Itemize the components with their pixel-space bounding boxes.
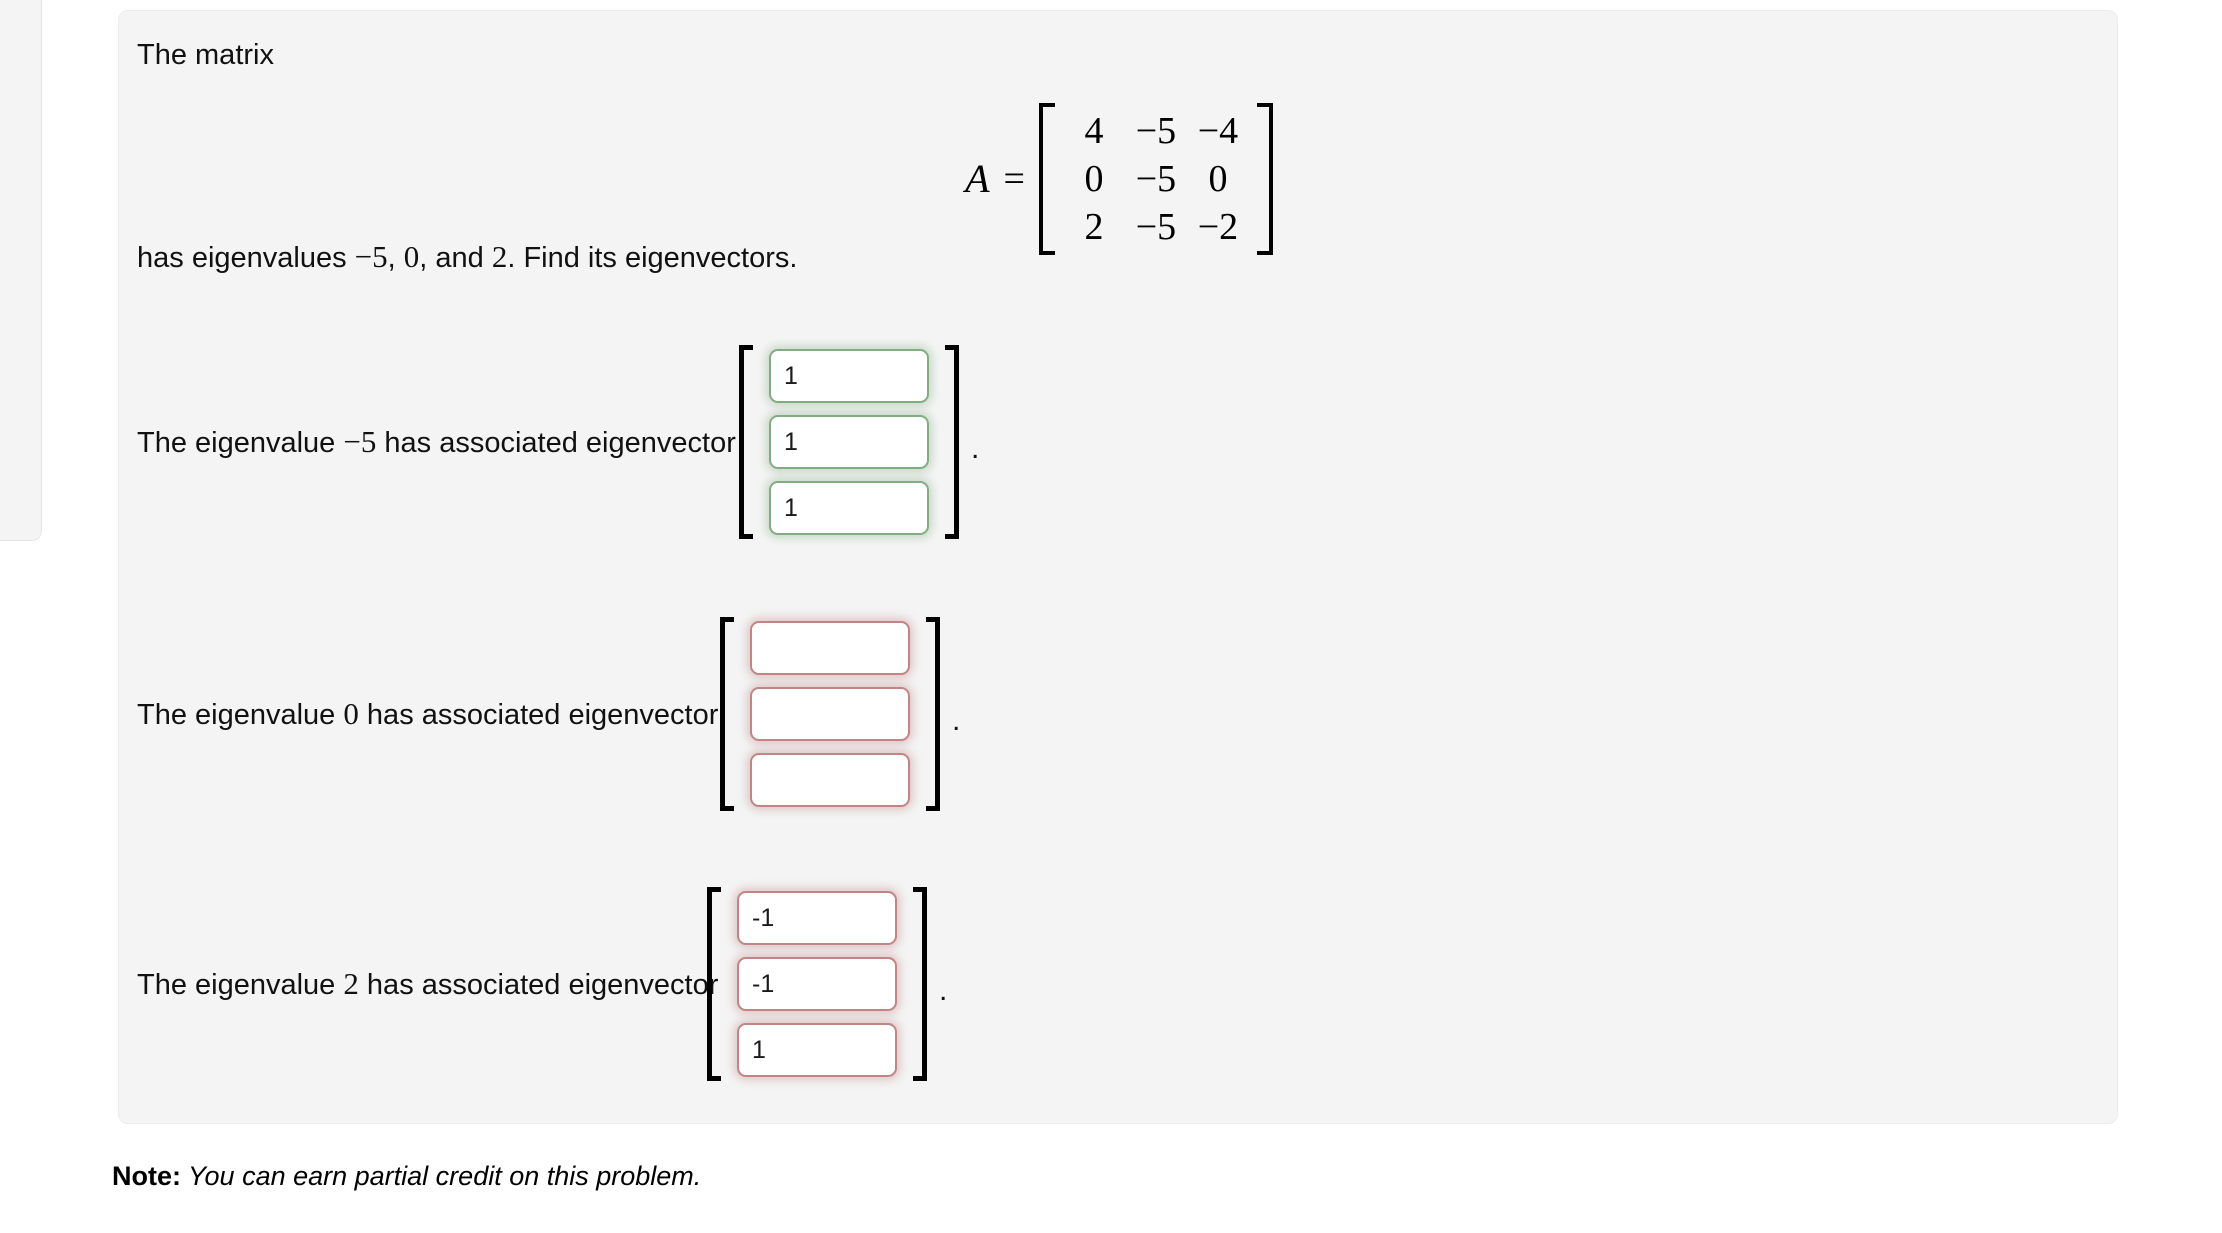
matrix-cell: 2 [1084,206,1104,248]
eigenvalue-value-2: 0 [403,239,420,274]
eigenvector-label-prefix: The eigenvalue [137,968,344,1001]
eigenvector-input-column [727,887,907,1081]
eigenvalue-value-3: 2 [491,239,508,274]
eigenvector-component-input-1[interactable] [750,621,910,675]
trailing-period: . [952,704,961,737]
note-label: Note: [112,1161,181,1191]
matrix-label: A [965,156,990,201]
eigenvalues-sentence-suffix: . Find its eigenvectors. [507,242,798,274]
eigenvector-input-group [707,887,927,1081]
trailing-period: . [971,432,980,465]
problem-card: The matrix A = 4 −5 −4 0 −5 0 2 −5 −2 [118,10,2118,1124]
eigenvector-component-input-1[interactable] [769,349,929,403]
matrix-cell: −5 [1135,206,1177,248]
partial-credit-note: Note: You can earn partial credit on thi… [112,1159,701,1193]
eigenvector-row-zero: The eigenvalue 0 has associated eigenvec… [137,617,960,811]
eigenvector-label-suffix: has associated eigenvector [358,968,719,1001]
adjacent-panel-partial [0,0,42,541]
eigenvector-component-input-3[interactable] [737,1023,897,1077]
eigenvalue-value-1: −5 [354,239,388,274]
matrix-grid: 4 −5 −4 0 −5 0 2 −5 −2 [1055,103,1257,255]
eigenvalues-separator-1: , [387,242,404,274]
eigenvector-row-two: The eigenvalue 2 has associated eigenvec… [137,887,947,1081]
vector-left-bracket-icon [739,345,759,539]
matrix-cell: −5 [1135,158,1177,200]
eigenvalues-sentence-prefix: has eigenvalues [137,242,355,274]
matrix-right-bracket-icon [1256,103,1273,255]
eigenvector-row-label: The eigenvalue −5 has associated eigenve… [137,424,739,461]
eigenvector-label-prefix: The eigenvalue [137,426,344,459]
eigenvector-label-prefix: The eigenvalue [137,698,344,731]
eigenvector-component-input-3[interactable] [769,481,929,535]
eigenvector-component-input-1[interactable] [737,891,897,945]
eigenvector-component-input-2[interactable] [737,957,897,1011]
eigenvector-label-suffix: has associated eigenvector [376,426,736,459]
eigenvector-row-minus5: The eigenvalue −5 has associated eigenve… [137,345,979,539]
eigenvector-input-column [740,617,920,811]
matrix-bracketed: 4 −5 −4 0 −5 0 2 −5 −2 [1038,103,1273,255]
vector-left-bracket-icon [707,887,727,1081]
matrix-equals-sign: = [1003,158,1025,200]
eigenvector-input-group [739,345,959,539]
eigenvector-input-column [759,345,939,539]
matrix-cell: −2 [1197,206,1239,248]
matrix-left-bracket-icon [1038,103,1055,255]
eigenvalues-separator-2: , and [419,242,492,274]
vector-right-bracket-icon [907,887,927,1081]
vector-left-bracket-icon [720,617,740,811]
eigenvector-label-suffix: has associated eigenvector [358,698,719,731]
eigenvector-component-input-2[interactable] [769,415,929,469]
matrix-cell: −5 [1135,110,1177,152]
eigenvalues-sentence: has eigenvalues −5, 0, and 2. Find its e… [137,239,797,276]
matrix-cell: 0 [1208,158,1228,200]
eigenvector-component-input-3[interactable] [750,753,910,807]
vector-right-bracket-icon [939,345,959,539]
eigenvector-eigenvalue: −5 [343,423,377,459]
eigenvector-row-label: The eigenvalue 2 has associated eigenvec… [137,965,718,1003]
matrix-cell: 4 [1084,110,1104,152]
matrix-display: A = 4 −5 −4 0 −5 0 2 −5 −2 [119,103,2119,255]
trailing-period: . [939,974,948,1007]
eigenvector-eigenvalue: 0 [343,695,359,731]
eigenvector-input-group [720,617,940,811]
eigenvector-eigenvalue: 2 [343,965,359,1001]
eigenvector-row-label: The eigenvalue 0 has associated eigenvec… [137,696,720,733]
intro-text: The matrix [137,39,274,71]
matrix-cell: −4 [1197,110,1239,152]
note-text: You can earn partial credit on this prob… [181,1161,702,1191]
eigenvector-component-input-2[interactable] [750,687,910,741]
matrix-cell: 0 [1084,158,1104,200]
vector-right-bracket-icon [920,617,940,811]
